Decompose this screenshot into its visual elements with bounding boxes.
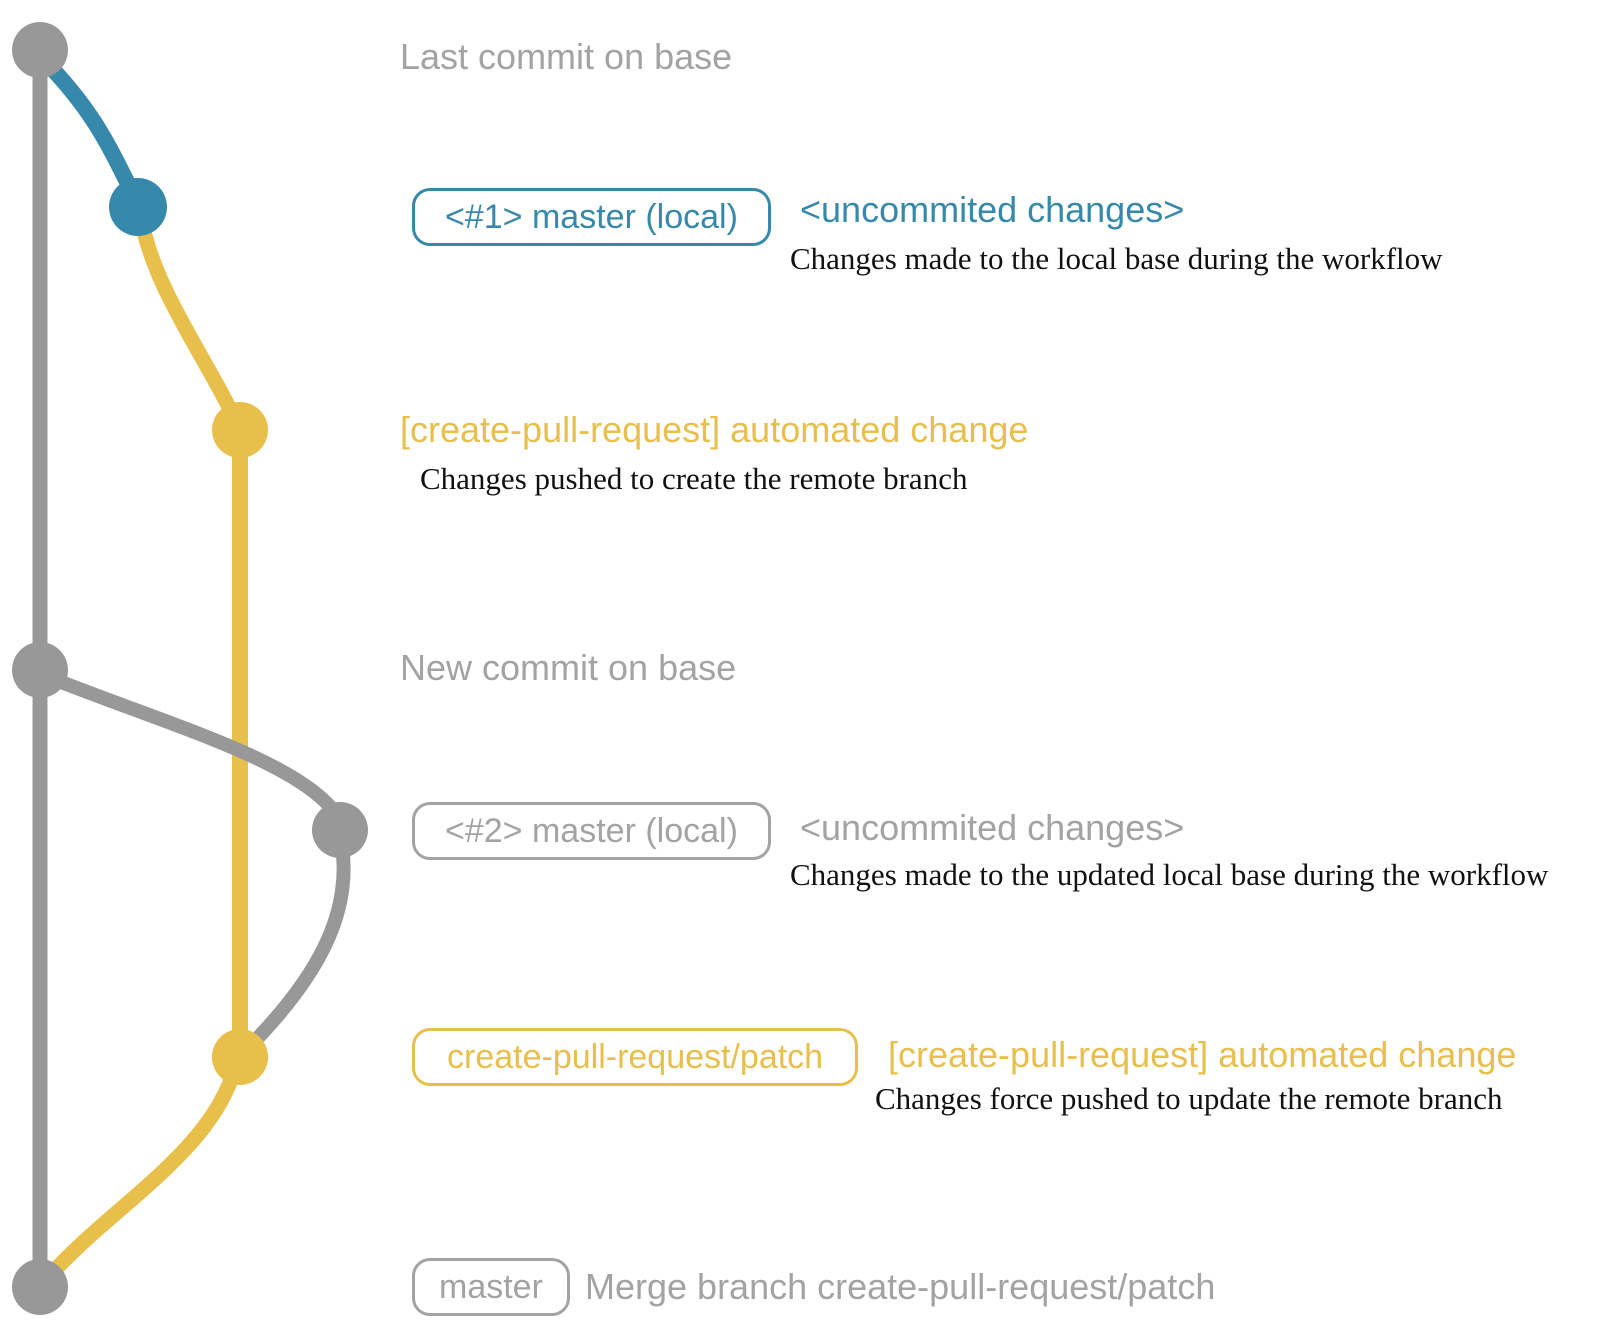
commit-dot-force-pushed	[212, 1029, 268, 1085]
branch-badge-master-local-1: <#1> master (local)	[412, 188, 771, 246]
commit1-title: <uncommited changes>	[800, 189, 1185, 230]
push-curve-1	[133, 210, 245, 432]
new-commit-label: New commit on base	[400, 647, 737, 688]
merge-label: Merge branch create-pull-request/patch	[585, 1266, 1216, 1307]
commit2-title: <uncommited changes>	[800, 807, 1185, 848]
branch-badge-create-pull-request-patch: create-pull-request/patch	[412, 1028, 859, 1086]
commit-dot-merge	[12, 1259, 68, 1315]
commit-dot-new-base	[12, 642, 68, 698]
branch-badge-master: master	[412, 1258, 570, 1316]
merge-curve	[38, 1056, 244, 1288]
commit2-description: Changes made to the updated local base d…	[790, 857, 1549, 892]
push1-description: Changes pushed to create the remote bran…	[420, 461, 968, 496]
branch-badge-master-label: master	[439, 1268, 543, 1306]
branch-badge-master-local-1-label: <#1> master (local)	[445, 198, 738, 236]
commit-dot-last-base	[12, 22, 68, 78]
last-commit-label: Last commit on base	[400, 36, 733, 77]
branch-badge-master-local-2-label: <#2> master (local)	[445, 812, 738, 850]
commit-dot-pushed	[212, 402, 268, 458]
local-change-curve-2	[39, 669, 343, 821]
local-change-curve-1	[34, 50, 145, 210]
branch-badge-master-local-2: <#2> master (local)	[412, 802, 771, 860]
push1-title: [create-pull-request] automated change	[400, 409, 1029, 450]
force-push-curve	[245, 839, 351, 1051]
commit1-description: Changes made to the local base during th…	[790, 241, 1443, 276]
push2-description: Changes force pushed to update the remot…	[875, 1081, 1503, 1116]
push2-title: [create-pull-request] automated change	[888, 1034, 1517, 1075]
commit-dot-local-1	[109, 178, 167, 236]
branch-badge-create-pull-request-patch-label: create-pull-request/patch	[447, 1038, 824, 1076]
commit-dot-local-2	[312, 802, 368, 858]
